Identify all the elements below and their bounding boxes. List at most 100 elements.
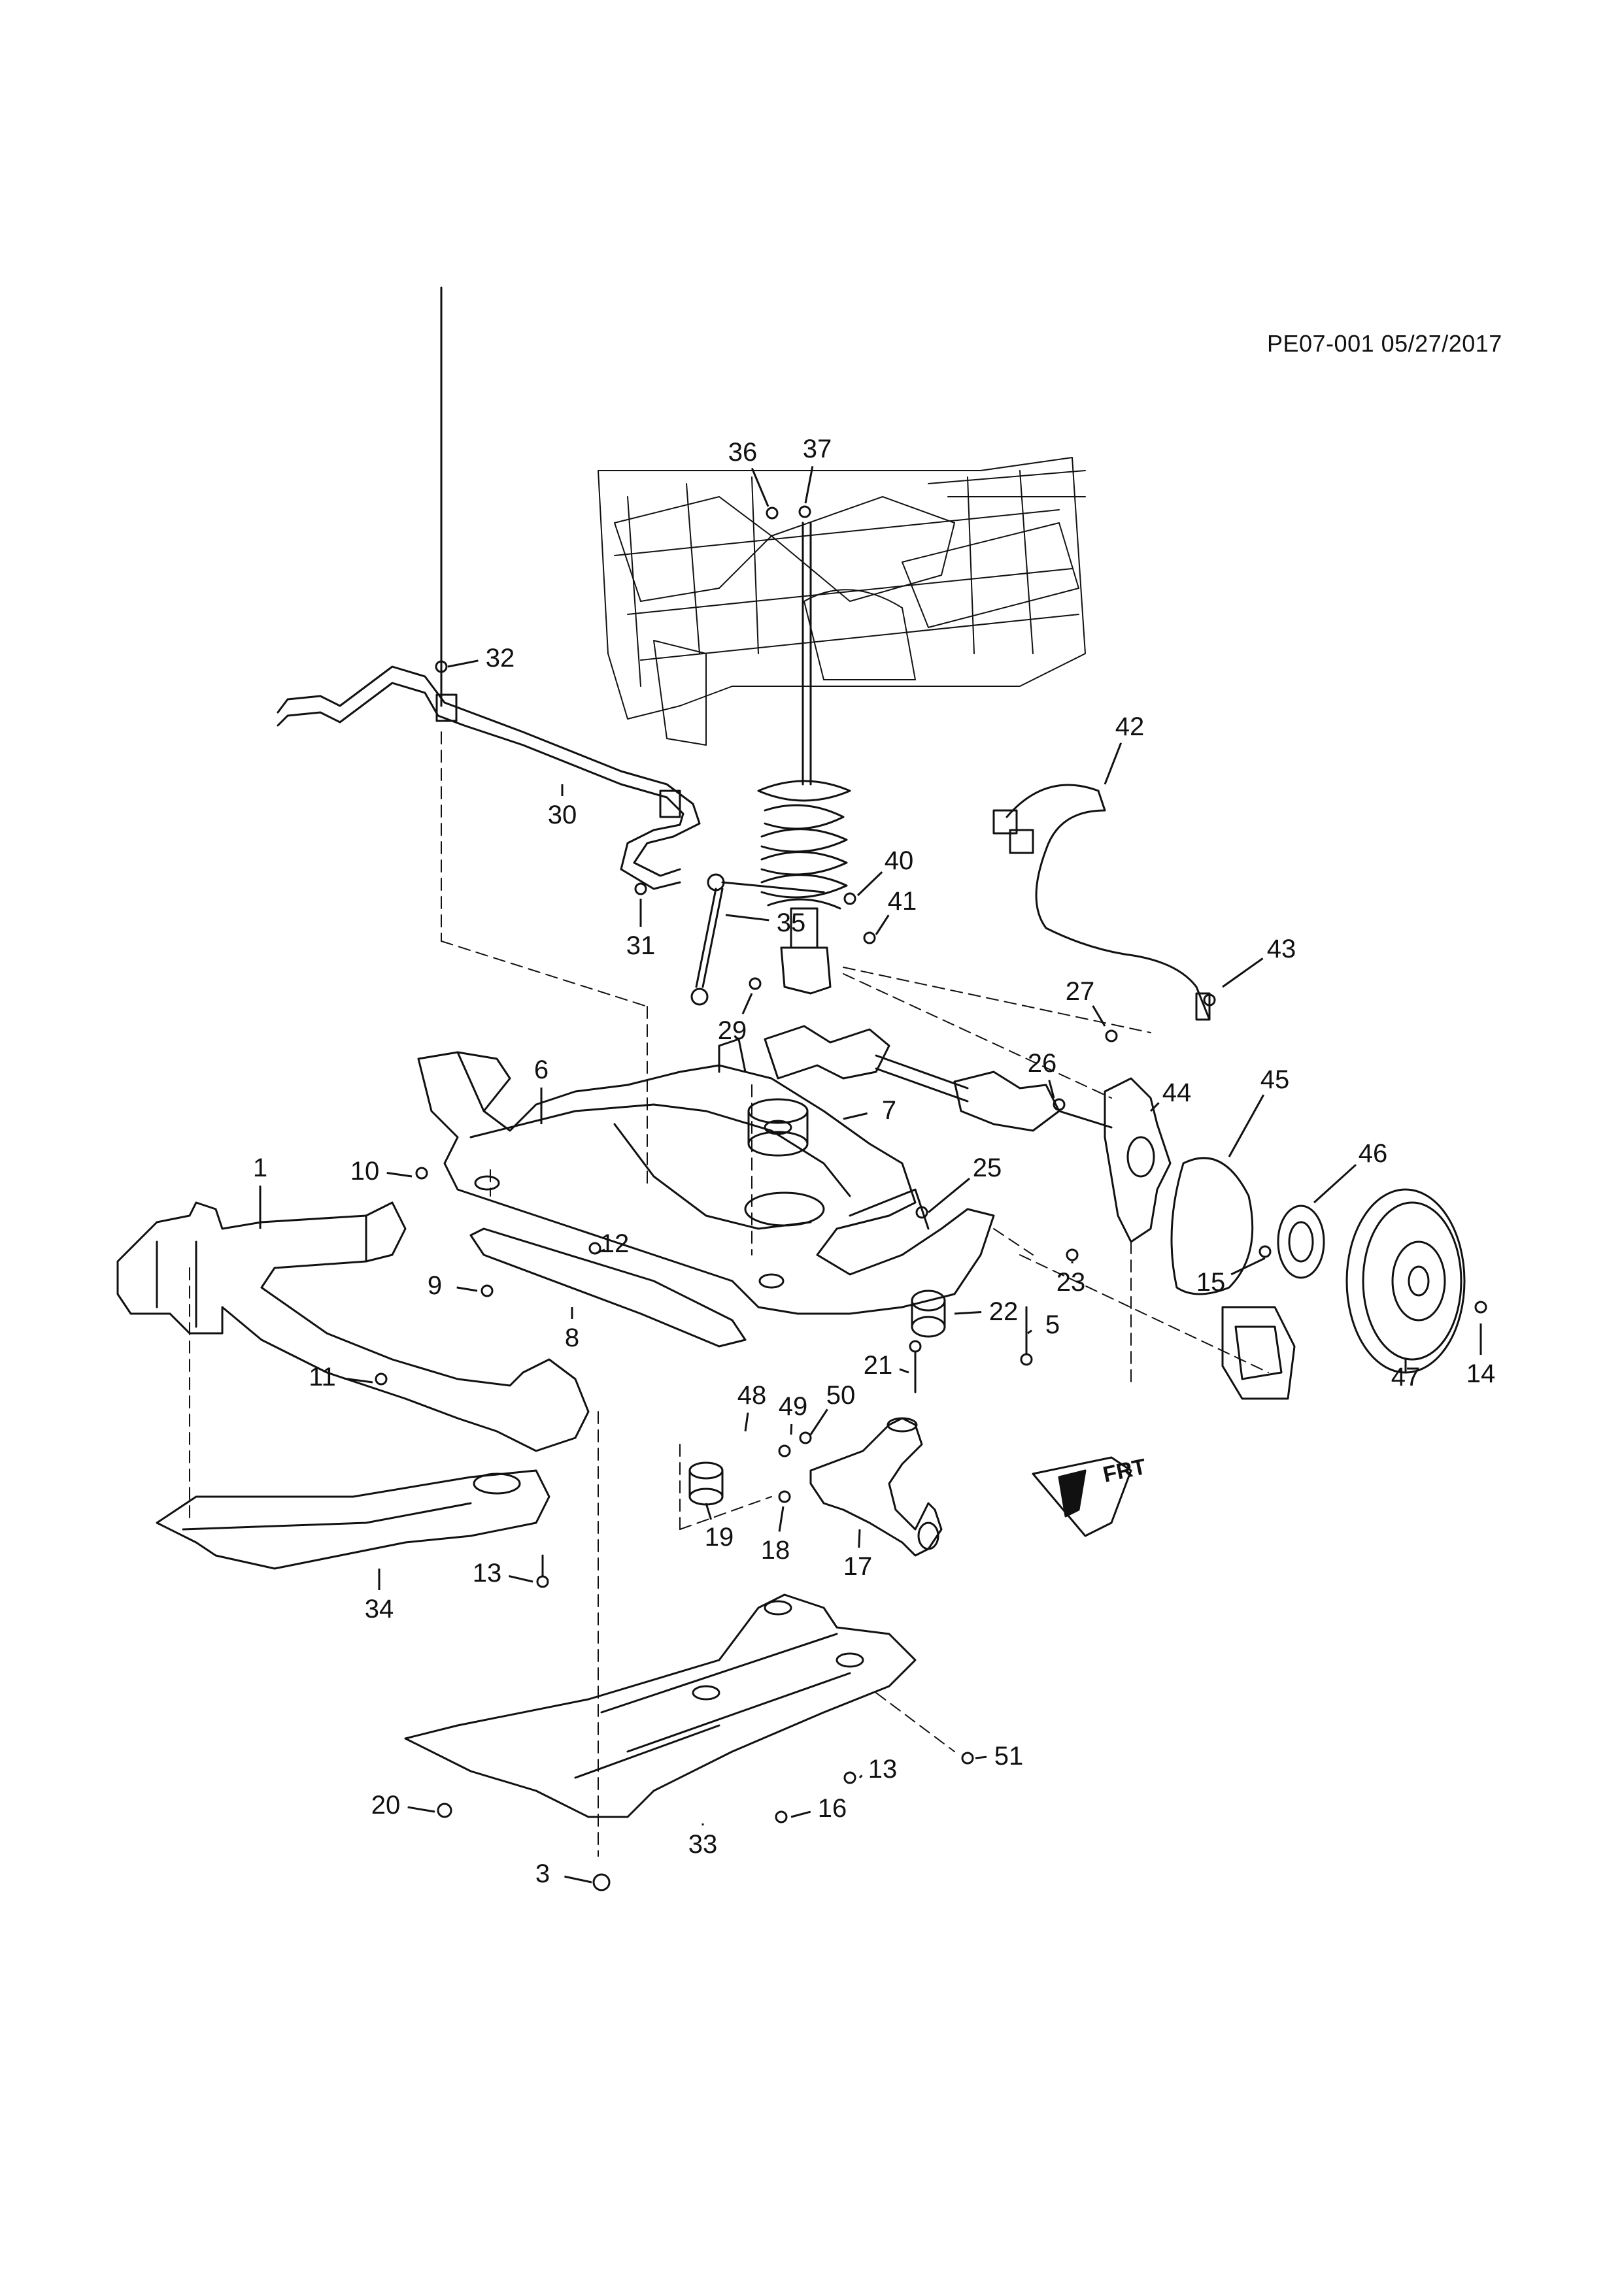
stabilizer-link xyxy=(692,874,824,1005)
callout-leader xyxy=(564,1876,592,1882)
lower-shield xyxy=(405,1595,915,1817)
callout-c25: 25 xyxy=(928,1154,1002,1212)
callout-label: 3 xyxy=(535,1859,550,1888)
callout-c9: 9 xyxy=(428,1271,477,1300)
lower-control-arm xyxy=(811,1418,941,1556)
callout-c32: 32 xyxy=(448,644,515,673)
callout-label: 27 xyxy=(1066,977,1095,1006)
diagram-reference: PE07-001 05/27/2017 xyxy=(1267,330,1502,358)
callout-leader xyxy=(975,1757,987,1758)
callout-leader xyxy=(791,1812,811,1817)
callout-c8: 8 xyxy=(565,1307,579,1352)
callout-label: 50 xyxy=(826,1381,856,1410)
callout-label: 13 xyxy=(868,1755,898,1784)
callout-leader xyxy=(448,661,479,667)
callout-label: 25 xyxy=(973,1154,1002,1182)
callout-label: 44 xyxy=(1162,1078,1192,1107)
drive-shaft xyxy=(765,1026,1111,1131)
callout-layer: 1356789101112131314151617181920212223252… xyxy=(253,435,1495,1888)
callout-c17: 17 xyxy=(843,1529,873,1581)
callout-c44: 44 xyxy=(1151,1078,1191,1111)
guide-lines xyxy=(190,732,1268,1856)
callout-c12: 12 xyxy=(596,1229,630,1258)
callout-c36: 36 xyxy=(728,438,768,507)
callout-c41: 41 xyxy=(876,887,917,935)
callout-label: 17 xyxy=(843,1552,873,1581)
callout-c23: 23 xyxy=(1056,1261,1086,1297)
callout-leader xyxy=(408,1807,435,1812)
callout-leader xyxy=(860,1775,862,1778)
callout-label: 14 xyxy=(1466,1359,1496,1388)
callout-label: 12 xyxy=(600,1229,630,1258)
callout-label: 51 xyxy=(994,1742,1024,1771)
callout-label: 40 xyxy=(885,846,914,875)
callout-label: 6 xyxy=(534,1056,549,1084)
callout-c19: 19 xyxy=(705,1503,734,1552)
callout-c22: 22 xyxy=(955,1297,1018,1326)
callout-c30: 30 xyxy=(548,784,577,829)
callout-c33: 33 xyxy=(688,1823,718,1859)
callout-label: 19 xyxy=(705,1523,734,1552)
callout-c26: 26 xyxy=(1028,1049,1057,1098)
callout-leader xyxy=(752,468,768,507)
callout-c6: 6 xyxy=(534,1056,549,1124)
callout-label: 30 xyxy=(548,801,577,829)
callout-label: 1 xyxy=(253,1154,267,1182)
callout-leader xyxy=(1314,1165,1356,1203)
callout-label: 42 xyxy=(1115,712,1145,741)
callout-label: 45 xyxy=(1260,1065,1290,1094)
callout-label: 35 xyxy=(777,908,806,937)
callout-c3: 3 xyxy=(535,1859,592,1888)
callout-c7: 7 xyxy=(843,1096,896,1125)
callout-leader xyxy=(805,466,813,503)
callout-label: 31 xyxy=(626,931,656,960)
callout-label: 13 xyxy=(473,1559,502,1588)
callout-c21: 21 xyxy=(864,1351,909,1380)
callout-c46: 46 xyxy=(1314,1139,1387,1203)
splash-shield-left xyxy=(157,1471,549,1569)
callout-c5: 5 xyxy=(1028,1310,1060,1339)
brake-caliper xyxy=(1223,1307,1294,1399)
callout-leader xyxy=(1223,958,1263,987)
callout-leader xyxy=(928,1178,970,1212)
callout-leader xyxy=(900,1369,909,1373)
callout-leader xyxy=(743,993,752,1014)
callout-label: 9 xyxy=(428,1271,442,1300)
callout-c51: 51 xyxy=(975,1742,1023,1771)
callout-label: 37 xyxy=(803,435,832,463)
callout-label: 20 xyxy=(371,1791,401,1820)
callout-label: 48 xyxy=(737,1381,767,1410)
callout-label: 8 xyxy=(565,1323,579,1352)
callout-leader xyxy=(1231,1258,1265,1274)
callout-c16: 16 xyxy=(791,1794,847,1823)
callout-label: 7 xyxy=(882,1096,896,1125)
callout-c42: 42 xyxy=(1105,712,1144,784)
callout-label: 11 xyxy=(309,1363,336,1391)
callout-leader xyxy=(1229,1095,1264,1157)
callout-c45: 45 xyxy=(1229,1065,1289,1157)
callout-leader xyxy=(955,1312,981,1314)
callout-c50: 50 xyxy=(811,1381,855,1435)
callout-leader xyxy=(843,1113,868,1119)
callout-c34: 34 xyxy=(365,1569,394,1623)
callout-label: 43 xyxy=(1267,935,1296,963)
callout-leader xyxy=(791,1424,792,1435)
callout-label: 16 xyxy=(818,1794,847,1823)
callout-label: 18 xyxy=(761,1536,790,1565)
callout-label: 36 xyxy=(728,438,758,467)
callout-label: 10 xyxy=(350,1157,380,1186)
fasteners xyxy=(376,661,1486,1890)
callout-c14: 14 xyxy=(1466,1323,1496,1388)
callout-c47: 47 xyxy=(1391,1358,1421,1391)
callout-label: 15 xyxy=(1196,1268,1226,1297)
callout-leader xyxy=(859,1529,860,1548)
callout-label: 21 xyxy=(864,1351,893,1380)
callout-leader xyxy=(745,1413,748,1431)
callout-c15: 15 xyxy=(1196,1258,1265,1297)
callout-c18: 18 xyxy=(761,1506,790,1565)
callout-leader xyxy=(1028,1331,1032,1333)
callout-label: 5 xyxy=(1045,1310,1060,1339)
callout-c13a: 13 xyxy=(473,1559,533,1588)
callout-c49: 49 xyxy=(779,1392,808,1435)
